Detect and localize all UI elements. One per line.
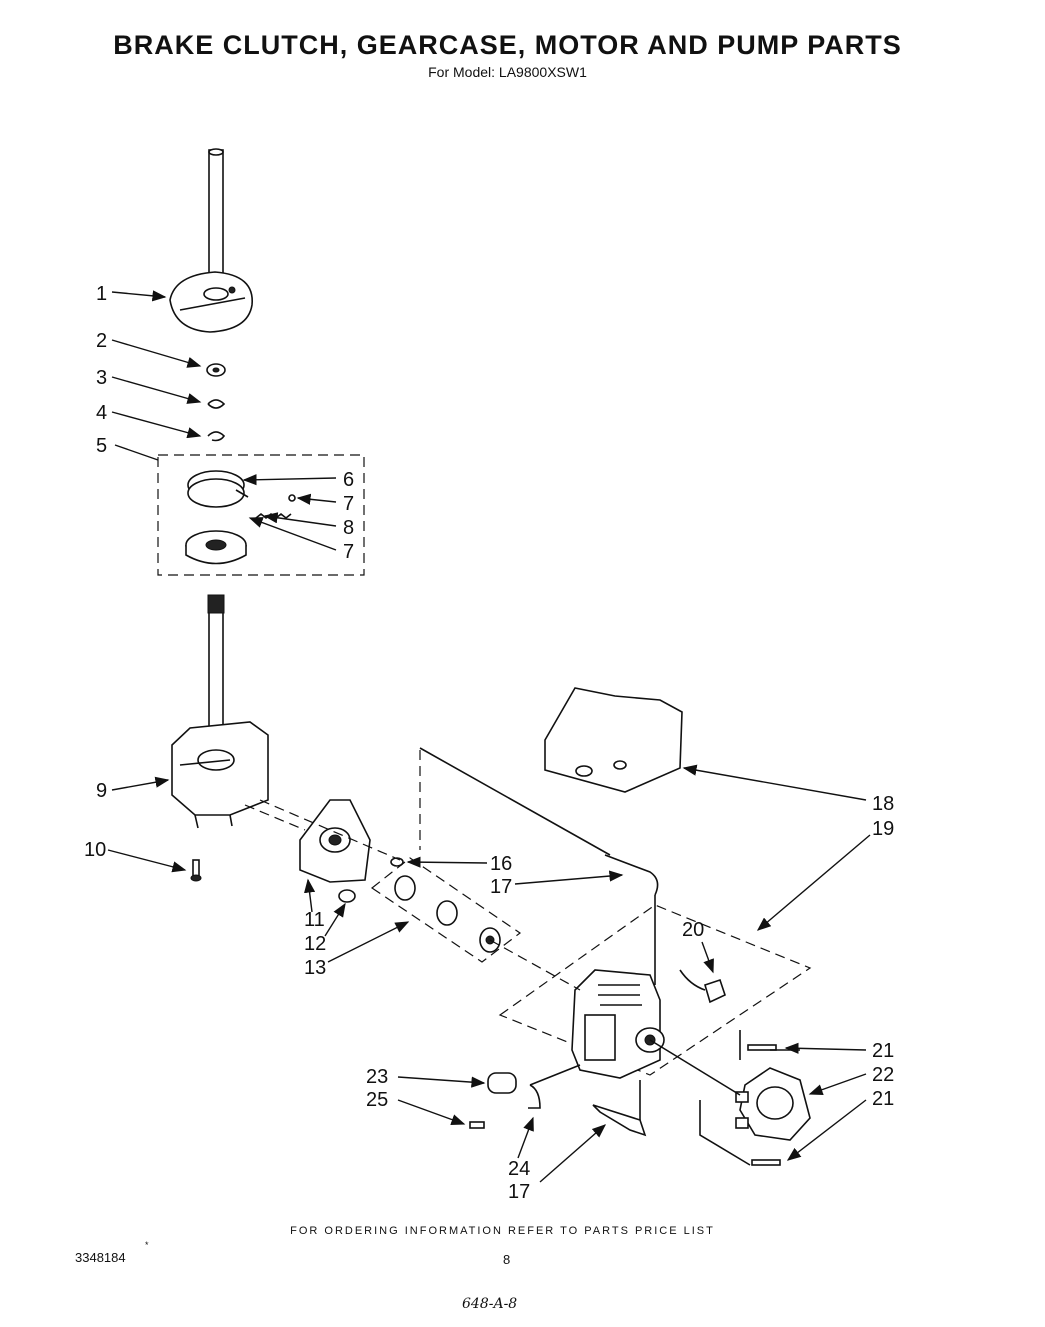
- callout-label: 11: [304, 909, 325, 931]
- switch-part: [679, 969, 726, 1004]
- page-title: BRAKE CLUTCH, GEARCASE, MOTOR AND PUMP P…: [113, 30, 902, 60]
- callout-label: 25: [366, 1089, 388, 1111]
- motor-part: [571, 969, 665, 1079]
- handwritten-note: 648-A-8: [462, 1296, 518, 1312]
- clip-part-lower: [751, 1159, 781, 1166]
- callout-label: 17: [508, 1181, 530, 1203]
- pump-plate-part: [299, 799, 371, 883]
- brake-assembly-box: [157, 454, 365, 576]
- assembly-lines: [244, 747, 800, 1166]
- callout-label: 12: [304, 933, 326, 955]
- document-number: 3348184: [75, 1250, 126, 1265]
- callout-label: 19: [872, 818, 894, 840]
- brake-shaft-part: [169, 148, 253, 333]
- model-subtitle: For Model: LA9800XSW1: [428, 64, 587, 80]
- brake-drum-part: [185, 530, 247, 565]
- bolt-part: [469, 1121, 485, 1129]
- page-number: 8: [503, 1252, 511, 1267]
- strap-part: [528, 1084, 541, 1109]
- ordering-note: FOR ORDERING INFORMATION REFER TO PARTS …: [290, 1225, 715, 1237]
- clip-part-upper: [747, 1044, 777, 1051]
- callout-label: 24: [508, 1158, 530, 1180]
- callout-label: 6: [343, 469, 354, 491]
- pump-part: [735, 1067, 811, 1141]
- capacitor-part: [487, 1072, 517, 1094]
- callout-label: 8: [343, 517, 354, 539]
- callout-label: 7: [343, 541, 354, 563]
- cap-part: [338, 889, 356, 903]
- callout-label: 21: [872, 1088, 894, 1110]
- callout-label: 1: [96, 283, 107, 305]
- callout-label: 7: [343, 493, 354, 515]
- callout-label: 20: [682, 919, 704, 941]
- spring-part: [255, 494, 296, 520]
- impeller-box: [370, 857, 522, 963]
- hose-part: [604, 854, 659, 896]
- callout-label: 17: [490, 876, 512, 898]
- callout-label: 9: [96, 780, 107, 802]
- screw-part: [190, 859, 202, 882]
- callout-label: 13: [304, 957, 326, 979]
- callout-label: 5: [96, 435, 107, 457]
- brake-band-part: [187, 470, 249, 508]
- washer-part: [206, 363, 226, 377]
- callout-label: 21: [872, 1040, 894, 1062]
- gearcase-part: [171, 594, 269, 829]
- gasket-part: [544, 687, 683, 793]
- callout-label: 2: [96, 330, 107, 352]
- callout-label: 3: [96, 367, 107, 389]
- leader-lines: [107, 290, 871, 1183]
- callout-label: 16: [490, 853, 512, 875]
- impeller-part: [394, 875, 501, 953]
- callout-labels: 1 2 3 4 5 6 7 8 7 9 10 11 12 13 16 17 18…: [84, 283, 894, 1203]
- callout-label: 22: [872, 1064, 894, 1086]
- callout-label: 23: [366, 1066, 388, 1088]
- callout-label: 10: [84, 839, 106, 861]
- motor-assembly-box: [498, 904, 812, 1076]
- retainer-part: [207, 399, 226, 409]
- ring-part: [207, 431, 226, 442]
- callout-label: 4: [96, 402, 107, 424]
- callout-label: 18: [872, 793, 894, 815]
- bracket-part: [592, 1104, 647, 1137]
- document-mark: *: [145, 1240, 149, 1250]
